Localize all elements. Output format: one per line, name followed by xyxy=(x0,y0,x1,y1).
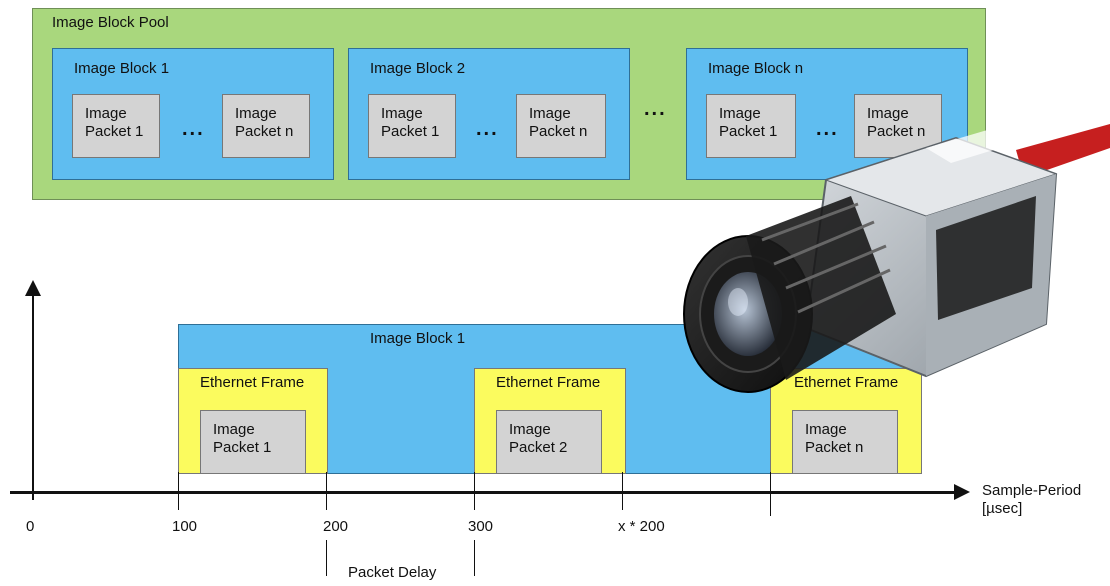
pool-block-n-title: Image Block n xyxy=(708,60,804,77)
pool-block-2-packet-n: Image Packet n xyxy=(516,94,606,158)
ethernet-frame-2-title: Ethernet Frame xyxy=(496,374,601,391)
x-axis-arrow-icon xyxy=(954,484,970,500)
tick-label-300: 300 xyxy=(468,518,494,535)
ethernet-frame-1-title: Ethernet Frame xyxy=(200,374,305,391)
ethernet-frame-2-packet: Image Packet 2 xyxy=(496,410,602,474)
pool-block-n-packet-1: Image Packet 1 xyxy=(706,94,796,158)
x-axis-line xyxy=(10,491,954,494)
ethernet-frame-1-packet: Image Packet 1 xyxy=(200,410,306,474)
pool-between-dots: ... xyxy=(644,98,667,120)
pool-block-n-packet-n: Image Packet n xyxy=(854,94,942,158)
pool-block-2-packet-1: Image Packet 1 xyxy=(368,94,456,158)
pool-block-1-packet-n: Image Packet n xyxy=(222,94,310,158)
ethernet-frame-n-title: Ethernet Frame xyxy=(794,374,899,391)
y-axis-line xyxy=(32,290,34,500)
pool-block-1-title: Image Block 1 xyxy=(74,60,170,77)
pool-block-1-packet-1: Image Packet 1 xyxy=(72,94,160,158)
tick-300 xyxy=(474,472,475,510)
tick-x200 xyxy=(622,472,623,510)
tick-n xyxy=(770,472,771,516)
tick-label-0: 0 xyxy=(26,518,35,535)
packet-delay-marker-right xyxy=(474,540,475,576)
camera-image xyxy=(676,118,1110,404)
tick-label-100: 100 xyxy=(172,518,198,535)
timeline-block-title: Image Block 1 xyxy=(370,330,466,347)
tick-100 xyxy=(178,472,179,510)
pool-title: Image Block Pool xyxy=(52,14,169,31)
pool-block-n-dots: ... xyxy=(816,118,839,140)
packet-delay-marker-left xyxy=(326,540,327,576)
packet-delay-label: Packet Delay xyxy=(348,564,437,581)
pool-block-2-title: Image Block 2 xyxy=(370,60,466,77)
tick-label-200: 200 xyxy=(323,518,349,535)
tick-200 xyxy=(326,472,327,510)
ethernet-frame-n-packet: Image Packet n xyxy=(792,410,898,474)
pool-block-2-dots: ... xyxy=(476,118,499,140)
y-axis-arrow-icon xyxy=(25,280,41,296)
pool-block-1-dots: ... xyxy=(182,118,205,140)
x-axis-title: Sample-Period [µsec] xyxy=(982,482,1082,517)
tick-label-x200: x * 200 xyxy=(618,518,665,535)
